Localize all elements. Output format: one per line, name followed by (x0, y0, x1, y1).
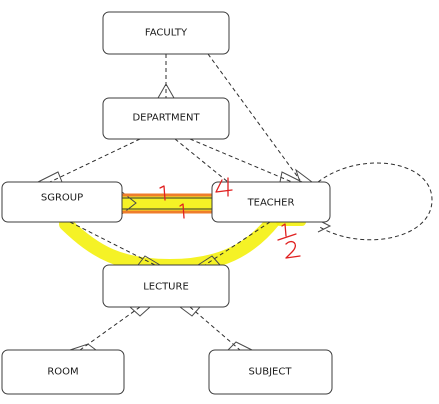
lecture-room-link (79, 306, 141, 351)
entity-department: DEPARTMENT (102, 97, 230, 140)
department-teacher-link-2 (174, 138, 229, 183)
entity-teacher-label: TEACHER (247, 198, 295, 209)
entity-faculty: FACULTY (102, 11, 230, 55)
entity-room-label: ROOM (47, 367, 78, 378)
department-sgroup-link (49, 138, 141, 183)
faculty-teacher-link (207, 53, 301, 181)
teacher-self-loop (317, 162, 433, 241)
entity-faculty-label: FACULTY (145, 28, 188, 39)
entity-room: ROOM (1, 349, 125, 395)
department-teacher-link (189, 138, 293, 183)
entity-lecture: LECTURE (102, 264, 230, 308)
entity-sgroup-label: SGROUP (41, 193, 83, 204)
entity-subject: SUBJECT (208, 349, 333, 395)
entity-lecture-label: LECTURE (143, 282, 189, 293)
lecture-subject-link (189, 306, 241, 351)
red-handwritten-annotations (159, 177, 301, 259)
teacher-lecture-link (204, 221, 271, 266)
sgroup-lecture-link (69, 221, 156, 266)
entity-subject-label: SUBJECT (249, 367, 293, 378)
entity-sgroup: SGROUP (1, 181, 123, 223)
relationship-lines (49, 53, 433, 351)
entity-department-label: DEPARTMENT (132, 113, 200, 124)
entity-teacher: TEACHER (211, 181, 331, 223)
